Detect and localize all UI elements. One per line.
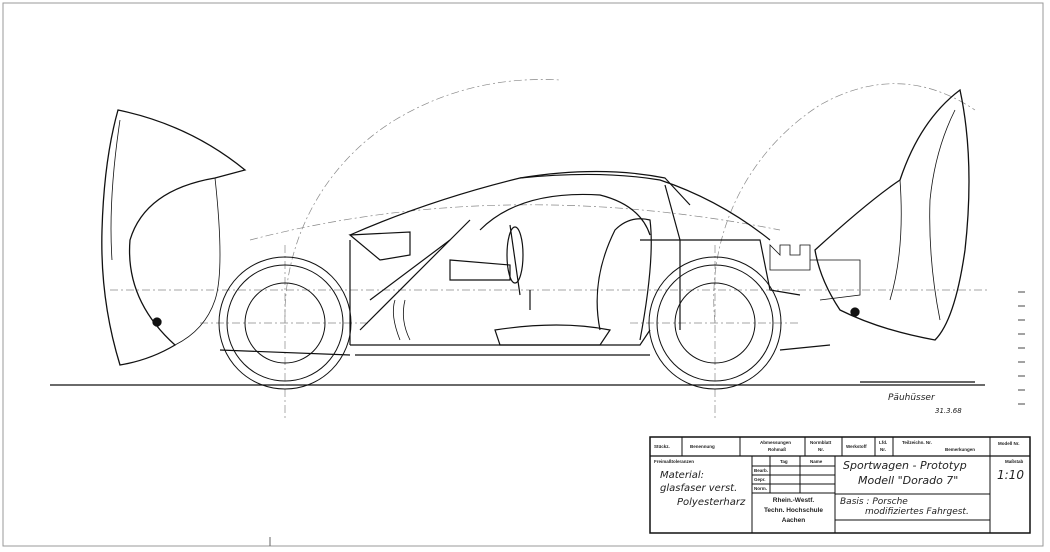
- signature-date: 31.3.68: [935, 407, 962, 415]
- grid-norm: Norm.: [754, 486, 768, 491]
- grid-tag: Tag: [780, 459, 788, 464]
- header-rohmass: Rohmaß: [768, 447, 786, 452]
- header-werkstoff: Werkstoff: [846, 444, 867, 449]
- header-abmessungen: Abmessungen: [760, 440, 792, 445]
- header-bemerkungen: Bemerkungen: [945, 447, 976, 452]
- model-name: Modell "Dorado 7": [858, 474, 959, 487]
- header-modell-nr: Modell Nr.: [998, 441, 1020, 446]
- sheet-frame: [2, 2, 1044, 547]
- header-lfd: Lfd.: [879, 440, 888, 445]
- institution-line-3: Aachen: [781, 517, 806, 524]
- freimass-label: Freimaßtoleranzen: [654, 459, 695, 464]
- basis-line-2: modifiziertes Fahrgest.: [865, 507, 969, 517]
- car-body: [219, 170, 861, 356]
- massstab-label: Maßstab: [1005, 459, 1024, 464]
- grid-bearb: Bearb.: [754, 468, 769, 473]
- material-line-3: Polyesterharz: [677, 497, 746, 508]
- grid-gepr: Gepr.: [754, 477, 766, 482]
- title-block: [649, 436, 1031, 534]
- massstab-value: 1:10: [997, 468, 1024, 482]
- rear-wheel: [648, 256, 782, 390]
- front-body-panel: [101, 109, 247, 366]
- front-wheel: [218, 256, 352, 390]
- institution-line-1: Rhein.-Westf.: [772, 497, 815, 504]
- header-stueckz: Stückz.: [654, 444, 670, 449]
- grid-name: Name: [810, 459, 823, 464]
- header-benennung: Benennung: [690, 444, 715, 449]
- rear-body-panel: [814, 88, 970, 341]
- scale-ticks: [1018, 291, 1025, 405]
- header-teilzeichn: Teilzeichn. Nr.: [902, 440, 932, 445]
- header-lfd-nr: Nr.: [880, 447, 887, 452]
- drawing-title: Sportwagen - Prototyp: [843, 459, 967, 472]
- institution-line-2: Techn. Hochschule: [763, 507, 824, 514]
- header-normblatt-nr: Nr.: [818, 447, 825, 452]
- header-normblatt: Normblatt: [810, 440, 832, 445]
- signature: Päuhüsser: [888, 393, 936, 403]
- material-line-2: glasfaser verst.: [660, 483, 738, 494]
- material-line-1: Material:: [660, 470, 704, 481]
- basis-line-1: Basis : Porsche: [840, 497, 908, 507]
